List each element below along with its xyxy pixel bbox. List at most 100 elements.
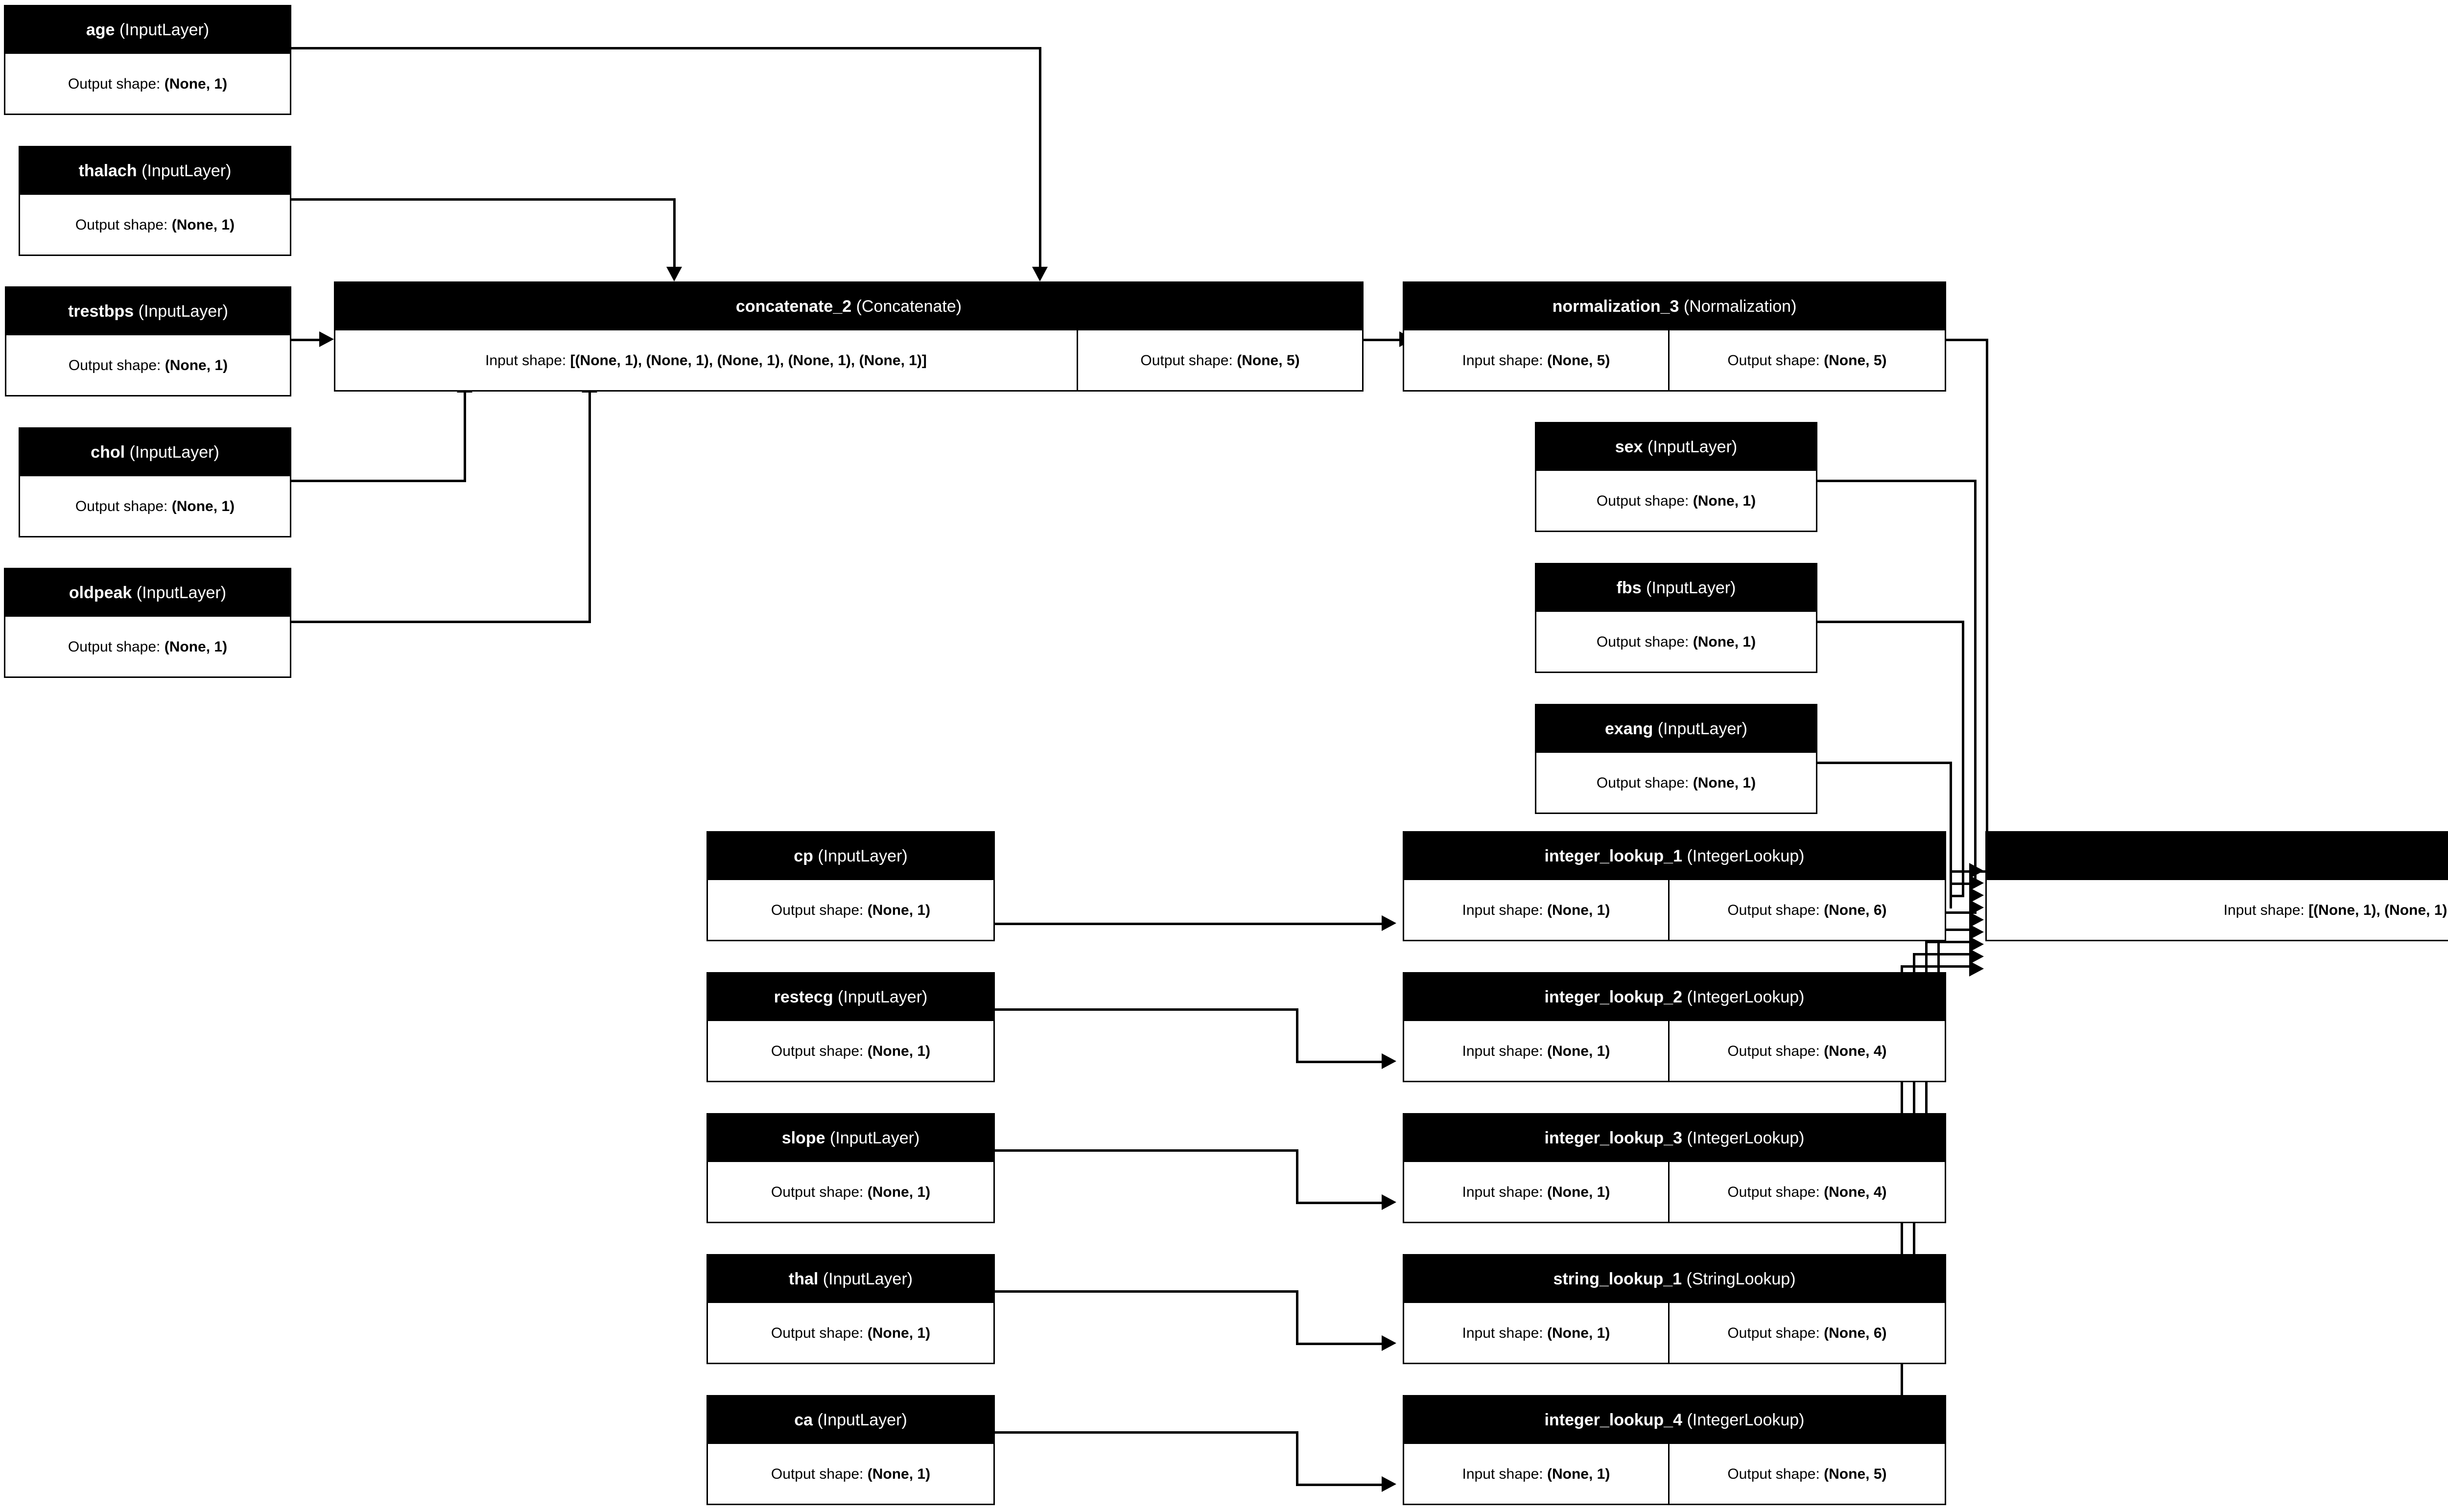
output-shape-normalization-3: Output shape: (None, 5) <box>1669 330 1945 390</box>
layer-name-fbs: fbs <box>1616 579 1642 597</box>
layer-node-age[interactable]: age (InputLayer) Output shape: (None, 1) <box>4 5 291 115</box>
layer-node-fbs[interactable]: fbs (InputLayer) Output shape: (None, 1) <box>1535 563 1817 673</box>
arrowhead-ca-to-integerlookup4 <box>1382 1476 1396 1492</box>
input-shape-integer-lookup-4: Input shape: (None, 1) <box>1404 1444 1668 1504</box>
layer-class-sex: (InputLayer) <box>1647 438 1738 456</box>
shape-row-chol: Output shape: (None, 1) <box>20 476 290 536</box>
shape-row-concatenate-2: Input shape: [(None, 1), (None, 1), (Non… <box>335 330 1362 390</box>
arrowhead-thal-to-stringlookup1 <box>1382 1335 1396 1351</box>
edge-chol-to-concatenate2-h <box>291 480 466 482</box>
output-shape-value: (None, 1) <box>1693 774 1756 791</box>
layer-name-age: age <box>86 21 115 39</box>
layer-node-integer-lookup-3[interactable]: integer_lookup_3 (IntegerLookup) Input s… <box>1403 1113 1946 1223</box>
output-shape-value: (None, 1) <box>1693 633 1756 650</box>
edge-thal-to-stringlookup1-h2 <box>1296 1343 1384 1345</box>
edge-oldpeak-to-concatenate2-v <box>588 392 591 623</box>
layer-node-concatenate-3[interactable]: concatenate_3 (Concatenate) Input shape:… <box>1985 831 2448 941</box>
output-shape-label: Output shape: <box>771 1184 864 1200</box>
edge-integerlookup2-to-concatenate3-h2 <box>1937 929 1977 931</box>
output-shape-value: (None, 1) <box>867 1325 931 1341</box>
layer-node-thalach[interactable]: thalach (InputLayer) Output shape: (None… <box>19 146 291 256</box>
layer-name-exang: exang <box>1604 720 1653 738</box>
layer-node-integer-lookup-1[interactable]: integer_lookup_1 (IntegerLookup) Input s… <box>1403 831 1946 941</box>
output-shape-label: Output shape: <box>1140 352 1233 369</box>
edge-thal-to-stringlookup1-h <box>995 1290 1298 1293</box>
input-shape-label: Input shape: <box>1462 902 1543 918</box>
input-shape-value: (None, 5) <box>1547 352 1610 369</box>
edge-exang-to-concatenate3-v <box>1950 762 1952 908</box>
output-shape-integer-lookup-1: Output shape: (None, 6) <box>1669 880 1945 940</box>
output-shape-fbs: Output shape: (None, 1) <box>1536 612 1816 672</box>
layer-name-oldpeak: oldpeak <box>69 583 132 602</box>
edge-normalization3-to-concatenate3-v <box>1986 339 1988 872</box>
edge-oldpeak-to-concatenate2-h <box>291 621 591 623</box>
layer-title-thal: thal (InputLayer) <box>708 1256 993 1303</box>
layer-node-normalization-3[interactable]: normalization_3 (Normalization) Input sh… <box>1403 281 1946 392</box>
output-shape-label: Output shape: <box>771 1325 864 1341</box>
input-shape-value: (None, 1) <box>1547 1325 1610 1341</box>
layer-node-chol[interactable]: chol (InputLayer) Output shape: (None, 1… <box>19 427 291 537</box>
input-shape-value: [(None, 1), (None, 1), (None, 1), (None,… <box>2308 902 2448 918</box>
output-shape-label: Output shape: <box>771 1043 864 1059</box>
input-shape-label: Input shape: <box>1462 1184 1543 1200</box>
output-shape-concatenate-2: Output shape: (None, 5) <box>1078 330 1362 390</box>
output-shape-value: (None, 1) <box>171 216 235 233</box>
edge-age-to-concatenate2-v <box>1039 47 1041 268</box>
layer-node-restecg[interactable]: restecg (InputLayer) Output shape: (None… <box>706 972 995 1082</box>
layer-title-chol: chol (InputLayer) <box>20 429 290 477</box>
layer-node-integer-lookup-4[interactable]: integer_lookup_4 (IntegerLookup) Input s… <box>1403 1395 1946 1505</box>
edge-ca-to-integerlookup4-v <box>1296 1431 1298 1485</box>
layer-node-cp[interactable]: cp (InputLayer) Output shape: (None, 1) <box>706 831 995 941</box>
layer-class-cp: (InputLayer) <box>818 847 908 865</box>
output-shape-label: Output shape: <box>1727 1043 1820 1059</box>
shape-row-age: Output shape: (None, 1) <box>5 54 290 114</box>
layer-name-thal: thal <box>788 1270 819 1288</box>
edge-fbs-to-concatenate3-v <box>1962 621 1964 897</box>
edge-sex-to-concatenate3-v <box>1974 480 1977 884</box>
layer-class-normalization-3: (Normalization) <box>1683 297 1797 316</box>
layer-name-concatenate-2: concatenate_2 <box>735 297 852 316</box>
layer-name-normalization-3: normalization_3 <box>1552 297 1679 316</box>
shape-row-oldpeak: Output shape: (None, 1) <box>5 617 290 676</box>
layer-node-thal[interactable]: thal (InputLayer) Output shape: (None, 1… <box>706 1254 995 1364</box>
output-shape-integer-lookup-3: Output shape: (None, 4) <box>1669 1162 1945 1222</box>
input-shape-concatenate-2: Input shape: [(None, 1), (None, 1), (Non… <box>335 330 1077 390</box>
layer-node-ca[interactable]: ca (InputLayer) Output shape: (None, 1) <box>706 1395 995 1505</box>
layer-class-chol: (InputLayer) <box>129 443 219 462</box>
edge-fbs-to-concatenate3-h2 <box>1951 895 1964 897</box>
edge-restecg-to-integerlookup2-h <box>995 1008 1298 1011</box>
layer-node-string-lookup-1[interactable]: string_lookup_1 (StringLookup) Input sha… <box>1403 1254 1946 1364</box>
output-shape-string-lookup-1: Output shape: (None, 6) <box>1669 1303 1945 1363</box>
layer-name-ca: ca <box>794 1411 813 1429</box>
output-shape-sex: Output shape: (None, 1) <box>1536 471 1816 531</box>
layer-name-integer-lookup-1: integer_lookup_1 <box>1544 847 1682 865</box>
output-shape-value: (None, 6) <box>1824 902 1887 918</box>
layer-class-ca: (InputLayer) <box>817 1411 907 1429</box>
layer-node-concatenate-2[interactable]: concatenate_2 (Concatenate) Input shape:… <box>334 281 1364 392</box>
layer-node-integer-lookup-2[interactable]: integer_lookup_2 (IntegerLookup) Input s… <box>1403 972 1946 1082</box>
layer-node-oldpeak[interactable]: oldpeak (InputLayer) Output shape: (None… <box>4 568 291 678</box>
layer-class-concatenate-2: (Concatenate) <box>856 297 962 316</box>
arrowhead-cp-to-integerlookup1 <box>1382 915 1396 931</box>
edge-stringlookup1-to-concatenate3-h2 <box>1913 953 1977 955</box>
layer-title-oldpeak: oldpeak (InputLayer) <box>5 569 290 617</box>
edge-integerlookup2-to-concatenate3-v <box>1937 930 1940 1008</box>
layer-node-trestbps[interactable]: trestbps (InputLayer) Output shape: (Non… <box>5 286 291 396</box>
input-shape-label: Input shape: <box>1462 1325 1543 1341</box>
output-shape-chol: Output shape: (None, 1) <box>20 476 290 536</box>
layer-title-integer-lookup-4: integer_lookup_4 (IntegerLookup) <box>1404 1396 1945 1444</box>
layer-class-integer-lookup-3: (IntegerLookup) <box>1687 1129 1805 1147</box>
layer-class-thalach: (InputLayer) <box>141 162 232 180</box>
layer-node-slope[interactable]: slope (InputLayer) Output shape: (None, … <box>706 1113 995 1223</box>
edge-cp-to-integerlookup1-h <box>995 923 1383 925</box>
layer-title-ca: ca (InputLayer) <box>708 1396 993 1444</box>
output-shape-cp: Output shape: (None, 1) <box>708 880 993 940</box>
input-shape-integer-lookup-3: Input shape: (None, 1) <box>1404 1162 1668 1222</box>
layer-node-exang[interactable]: exang (InputLayer) Output shape: (None, … <box>1535 704 1817 814</box>
output-shape-value: (None, 6) <box>1824 1325 1887 1341</box>
output-shape-oldpeak: Output shape: (None, 1) <box>5 617 290 676</box>
layer-node-sex[interactable]: sex (InputLayer) Output shape: (None, 1) <box>1535 422 1817 532</box>
shape-row-trestbps: Output shape: (None, 1) <box>6 335 290 395</box>
input-shape-normalization-3: Input shape: (None, 5) <box>1404 330 1668 390</box>
